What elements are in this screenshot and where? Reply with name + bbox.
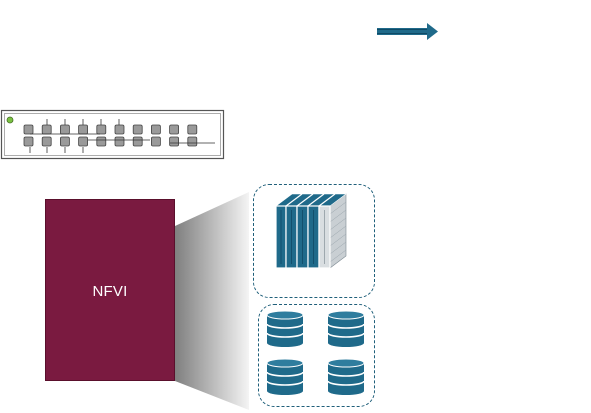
- switch-port: [78, 136, 88, 147]
- switch-port: [60, 124, 70, 135]
- switch-port: [169, 124, 180, 135]
- nfvi-block: [45, 199, 175, 381]
- switch-port: [169, 136, 180, 147]
- nfvi-label: NFVI: [92, 283, 128, 300]
- switch-port: [187, 136, 198, 147]
- switch-port: [96, 136, 107, 147]
- compute-pool-group: [253, 184, 375, 298]
- storage-pool-group: [258, 304, 375, 407]
- database-disk-icon: [327, 310, 365, 347]
- switch-port: [78, 124, 88, 135]
- switch-port: [60, 136, 70, 147]
- switch-port: [114, 124, 125, 135]
- switch-port: [150, 136, 161, 147]
- switch-port: [187, 124, 198, 135]
- switch-port: [132, 124, 143, 135]
- database-disk-icon: [266, 310, 304, 347]
- switch-port: [132, 136, 143, 147]
- switch-port: [41, 124, 52, 135]
- blade-server-icon: [275, 193, 347, 269]
- switch-port: [23, 136, 34, 147]
- database-disk-icon: [327, 358, 365, 395]
- switch-port: [114, 136, 125, 147]
- switch-port: [41, 136, 52, 147]
- arrow-right-icon: [377, 23, 438, 40]
- database-disk-icon: [266, 358, 304, 395]
- switch-port: [23, 124, 34, 135]
- switch-port: [150, 124, 161, 135]
- network-switch-icon: [0, 109, 225, 160]
- switch-port: [96, 124, 107, 135]
